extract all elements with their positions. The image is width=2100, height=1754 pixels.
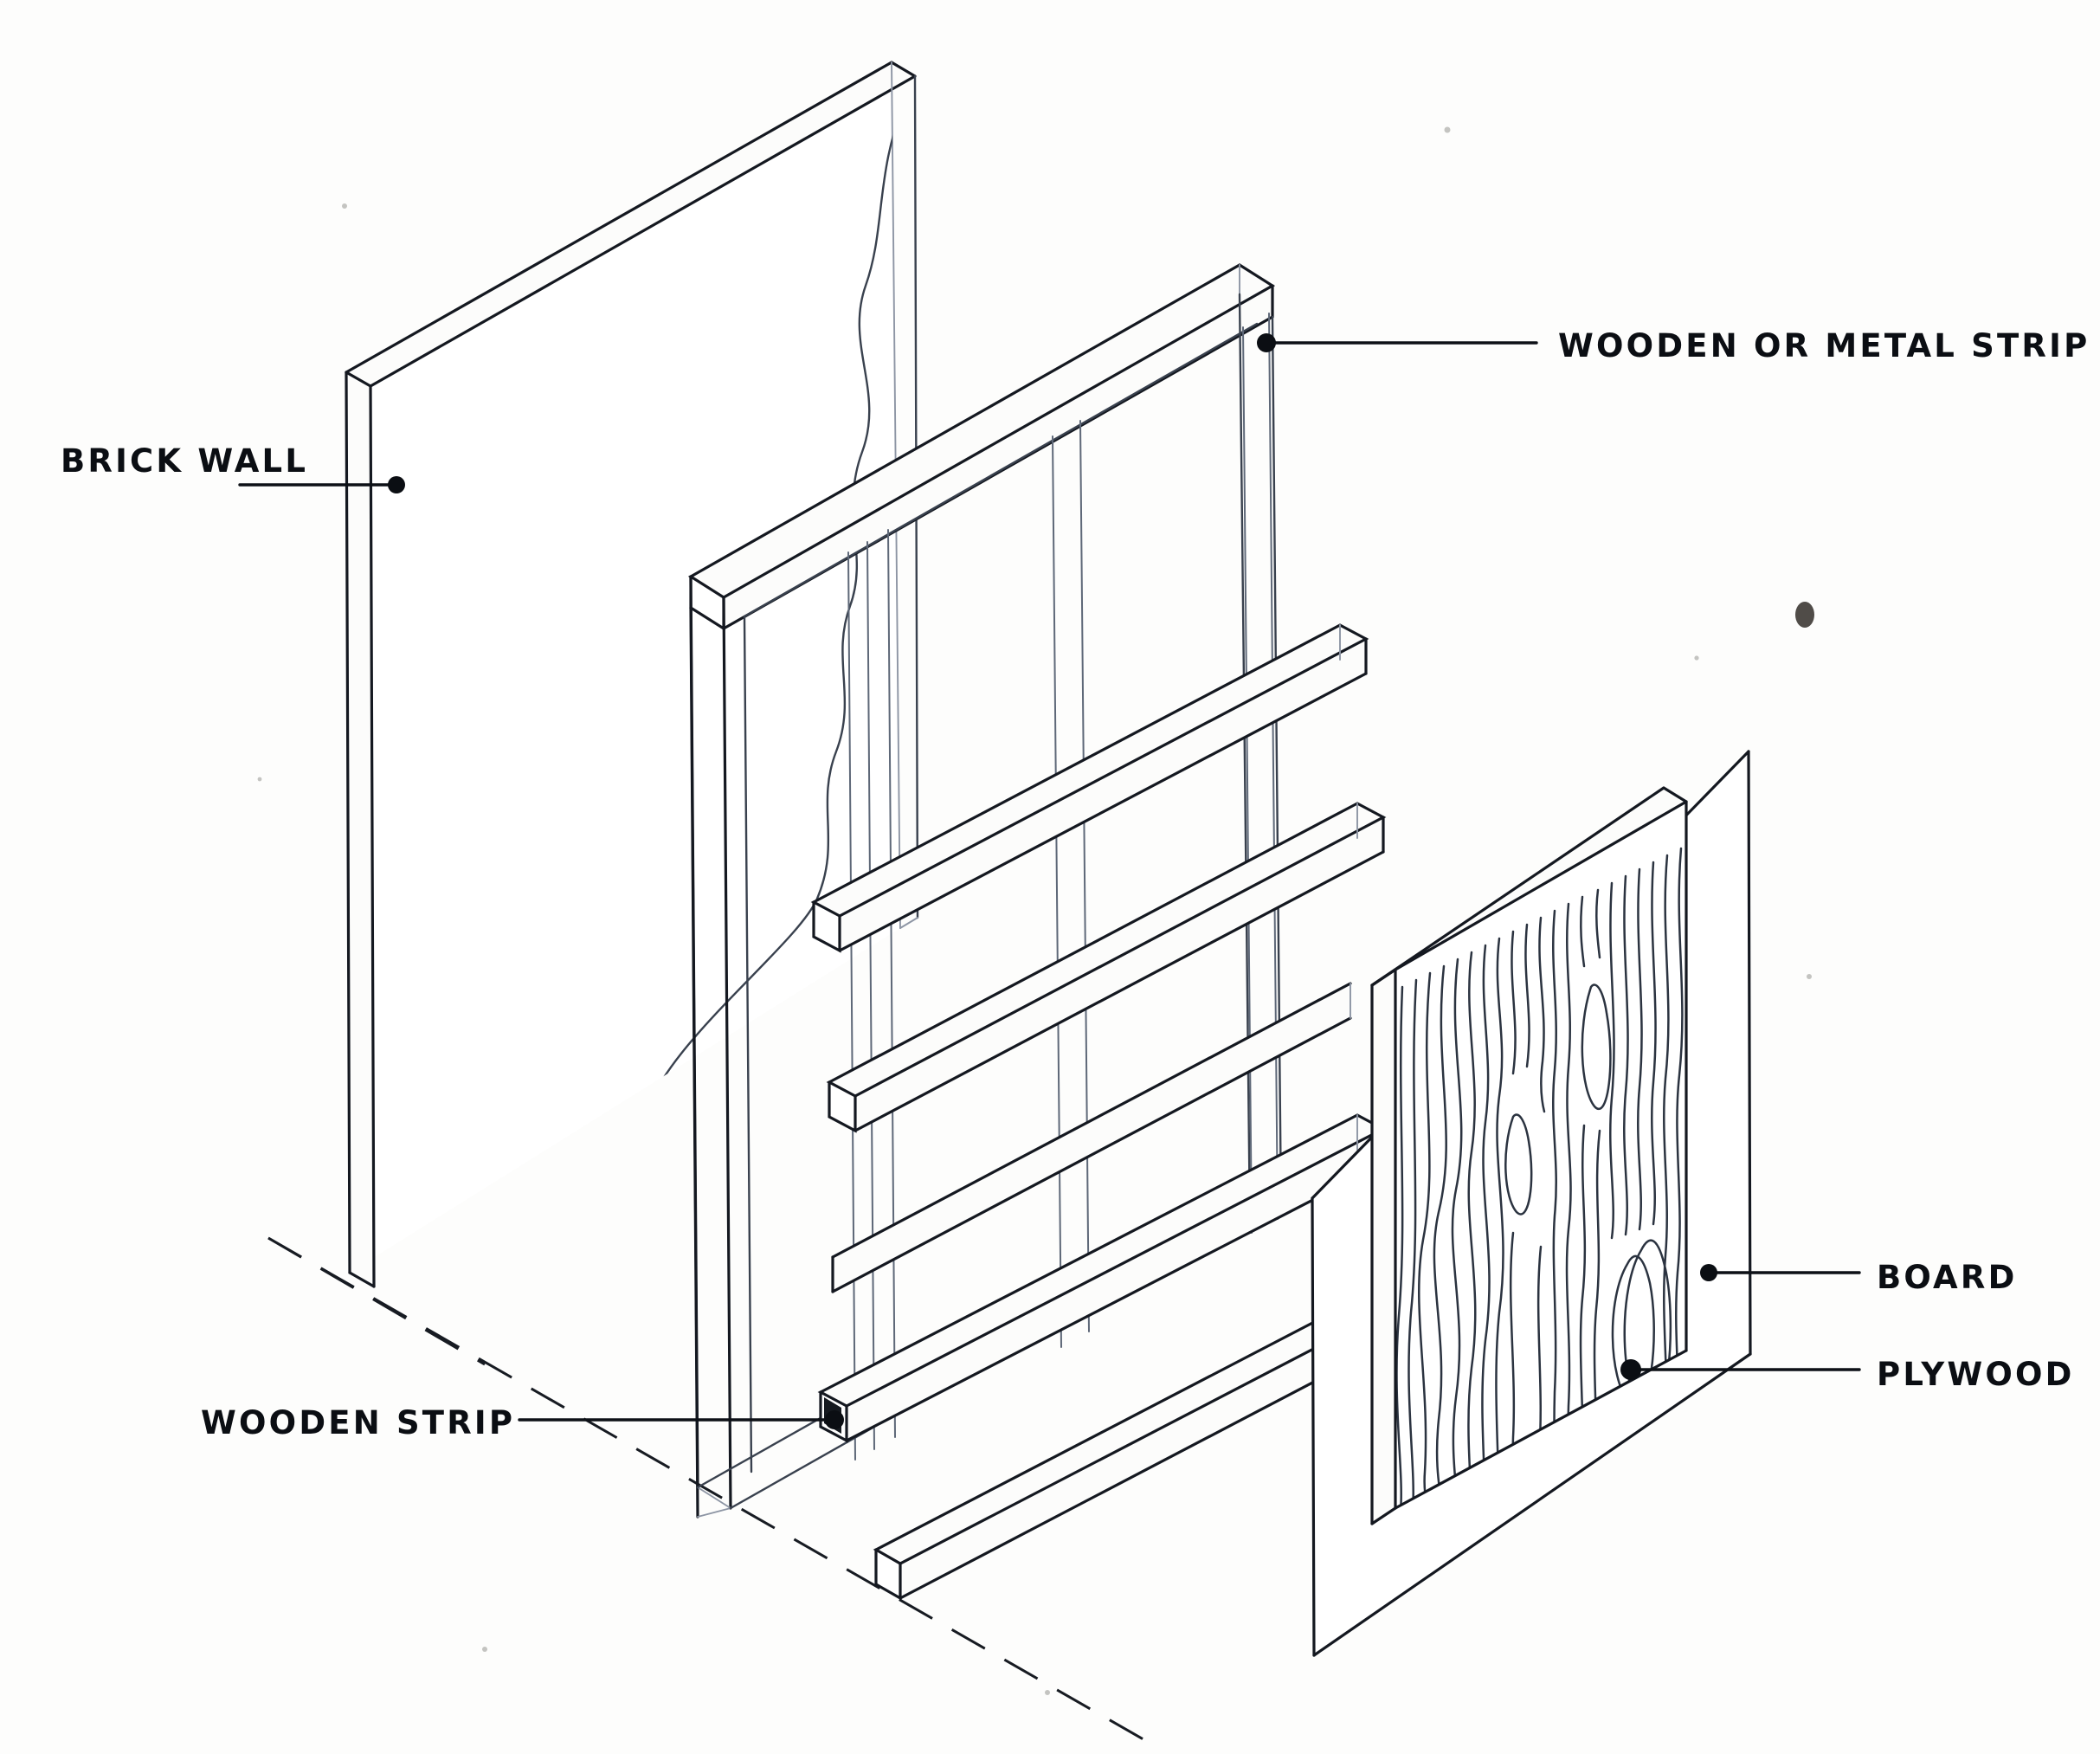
leader-dot-board: [1700, 1264, 1717, 1281]
frame-inner-reveal: [743, 322, 1259, 1473]
wooden-strip-3: [831, 982, 1352, 1293]
frame-left-stile: [689, 575, 732, 1519]
wooden-strip-1: [810, 623, 1369, 953]
ink-smudge: [1795, 602, 1814, 628]
leader-dot-wooden-or-metal-strip: [1257, 333, 1276, 352]
leader-dot-plywood: [1620, 1359, 1641, 1380]
leader-dot-wooden-strip: [825, 1410, 844, 1429]
label-brick-wall: BRICK WALL: [61, 442, 308, 480]
label-wooden-strip: WOODEN STRIP: [201, 1404, 515, 1441]
leader-dot-brick-wall: [388, 476, 405, 493]
leader-lines: [238, 333, 1861, 1429]
floor-reference-line: [267, 1236, 1161, 1751]
frame-vertical-studs: [847, 313, 1279, 1461]
wooden-strip-4: [817, 1113, 1387, 1443]
wooden-strip-2: [826, 802, 1387, 1133]
brick-wall-panel: [345, 61, 919, 1288]
label-plywood: PLYWOOD: [1877, 1356, 2075, 1393]
label-board: BOARD: [1877, 1259, 2018, 1296]
label-wooden-or-metal-strip: WOODEN OR METAL STRIP: [1558, 327, 2090, 364]
